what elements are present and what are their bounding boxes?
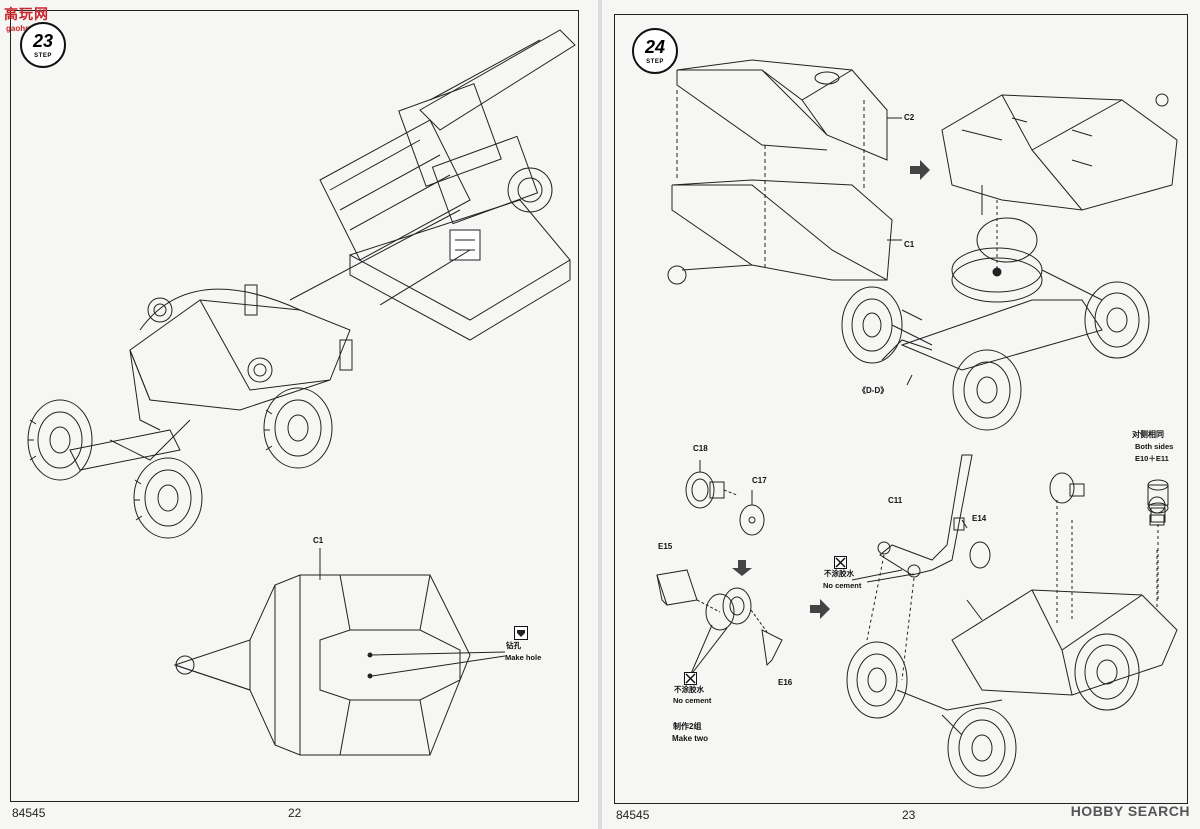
part-label-c1: C1 [904,240,915,249]
no-cement-1-en: No cement [673,696,712,705]
part-label-c1: C1 [313,536,324,545]
arrow-step-1 [910,160,930,180]
step-number: 24 [644,37,666,57]
no-cement-icon [684,672,697,685]
view-label-dd: 《D-D》 [858,386,889,395]
both-sides-zh: 对侧相同 [1132,430,1164,439]
body-halves-exploded-drawing [667,59,902,285]
arrow-down [732,560,752,576]
part-label-c17: C17 [752,476,767,485]
right-instruction-page: 24 STEP C2 C1 [602,0,1200,829]
make-two-en: Make two [672,734,709,743]
right-page-frame [614,14,1188,804]
drill-note-zh: 钻孔 [506,641,521,650]
part-label-c2: C2 [904,113,915,122]
undercarriage-assembly-drawing [841,200,1150,431]
step-badge-23: 23 STEP [20,22,66,68]
part-label-e15: E15 [658,542,673,551]
no-cement-2-en: No cement [823,581,862,590]
both-sides-detail-drawing [1147,479,1169,600]
part-label-e14: E14 [972,514,987,523]
part-c1-drawing [173,548,506,756]
brand-watermark: HOBBY SEARCH [1070,803,1190,819]
both-sides-en: Both sides [1135,442,1174,451]
watermark-site: 高玩网 [4,7,49,23]
carriage-assembly-drawing [27,29,576,539]
page-number: 22 [288,806,302,820]
body-assembled-drawing [941,93,1178,215]
step-badge-24: 24 STEP [632,28,678,74]
no-cement-2-zh: 不涂胶水 [824,569,854,578]
no-cement-icon [834,556,847,569]
drill-note-en: Make hole [505,653,542,662]
no-cement-1-zh: 不涂胶水 [674,685,704,694]
part-label-c11: C11 [888,496,903,505]
step-word: STEP [34,53,52,59]
final-assembly-drawing [846,454,1178,789]
both-sides-parts: E10＋E11 [1135,454,1169,463]
step-word: STEP [646,59,664,65]
part-label-c18: C18 [693,444,708,453]
page-number: 23 [902,808,916,822]
step-number: 23 [32,31,54,51]
part-label-e16: E16 [778,678,793,687]
drill-icon [514,626,528,640]
left-instruction-page: 高玩网 gaohn.com 23 STEP [0,0,598,829]
make-two-zh: 制作2组 [673,722,702,731]
kit-number: 84545 [12,806,46,820]
wheel-mount-subassembly-drawing [656,460,783,677]
arrow-step-2 [810,599,830,619]
left-page-frame [10,10,579,802]
kit-number: 84545 [616,808,650,822]
